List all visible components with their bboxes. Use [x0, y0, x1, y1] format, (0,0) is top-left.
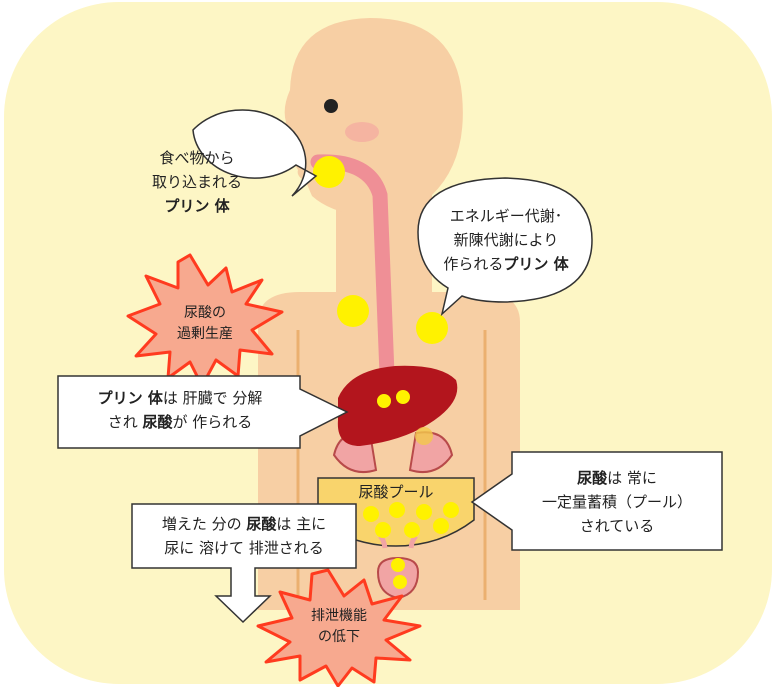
burst-excretion-text: 排泄機能 の低下: [294, 606, 384, 648]
arrow-liver-line2a: され: [108, 413, 143, 431]
arrow-liver-line1: は 肝臓で 分解: [163, 389, 263, 407]
arrow-excrete-line1a: 増えた 分の: [162, 515, 247, 533]
gallbladder: [415, 427, 433, 445]
bubble-metabolism-text: エネルギー代謝･ 新陳代謝により 作られるプリン 体: [428, 204, 584, 276]
arrow-pool-line3: されている: [512, 514, 722, 538]
cheek: [345, 122, 379, 142]
arrow-pool-uric-acid: 尿酸: [577, 469, 607, 487]
uric-acid-pool-label: 尿酸プール: [318, 480, 474, 504]
arrow-liver-line2b: が 作られる: [173, 413, 253, 431]
arrow-pool-line1: は 常に: [607, 469, 657, 487]
burst-excretion-line1: 排泄機能: [294, 606, 384, 627]
bubble-food-line1: 食べ物から: [140, 146, 254, 170]
burst-excretion-line2: の低下: [294, 627, 384, 648]
arrow-pool-text: 尿酸は 常に 一定量蓄積（プール） されている: [512, 466, 722, 538]
eye: [324, 99, 338, 113]
bubble-food-purine: プリン 体: [140, 194, 254, 218]
bubble-metabolism-line2: 新陳代謝により: [428, 228, 584, 252]
arrow-excrete-text: 増えた 分の 尿酸は 主に 尿に 溶けて 排泄される: [136, 512, 352, 560]
arrow-liver-text: プリン 体は 肝臓で 分解 され 尿酸が 作られる: [66, 386, 294, 434]
arrow-excrete-line2: 尿に 溶けて 排泄される: [136, 536, 352, 560]
arrow-liver-purine: プリン 体: [98, 389, 163, 407]
bubble-metabolism-line3: 作られる: [443, 255, 503, 273]
burst-overproduction-text: 尿酸の 過剰生産: [160, 303, 250, 345]
bubble-metabolism-purine: プリン 体: [503, 255, 568, 273]
arrow-excrete-line1b: は 主に: [276, 515, 326, 533]
bubble-metabolism-line1: エネルギー代謝･: [428, 204, 584, 228]
bubble-food-text: 食べ物から 取り込まれる プリン 体: [140, 146, 254, 218]
burst-overproduction-line1: 尿酸の: [160, 303, 250, 324]
burst-overproduction-line2: 過剰生産: [160, 324, 250, 345]
arrow-excrete-uric-acid: 尿酸: [246, 515, 276, 533]
arrow-pool-line2: 一定量蓄積（プール）: [512, 490, 722, 514]
bubble-food-line2: 取り込まれる: [140, 170, 254, 194]
arrow-liver-uric-acid: 尿酸: [142, 413, 172, 431]
